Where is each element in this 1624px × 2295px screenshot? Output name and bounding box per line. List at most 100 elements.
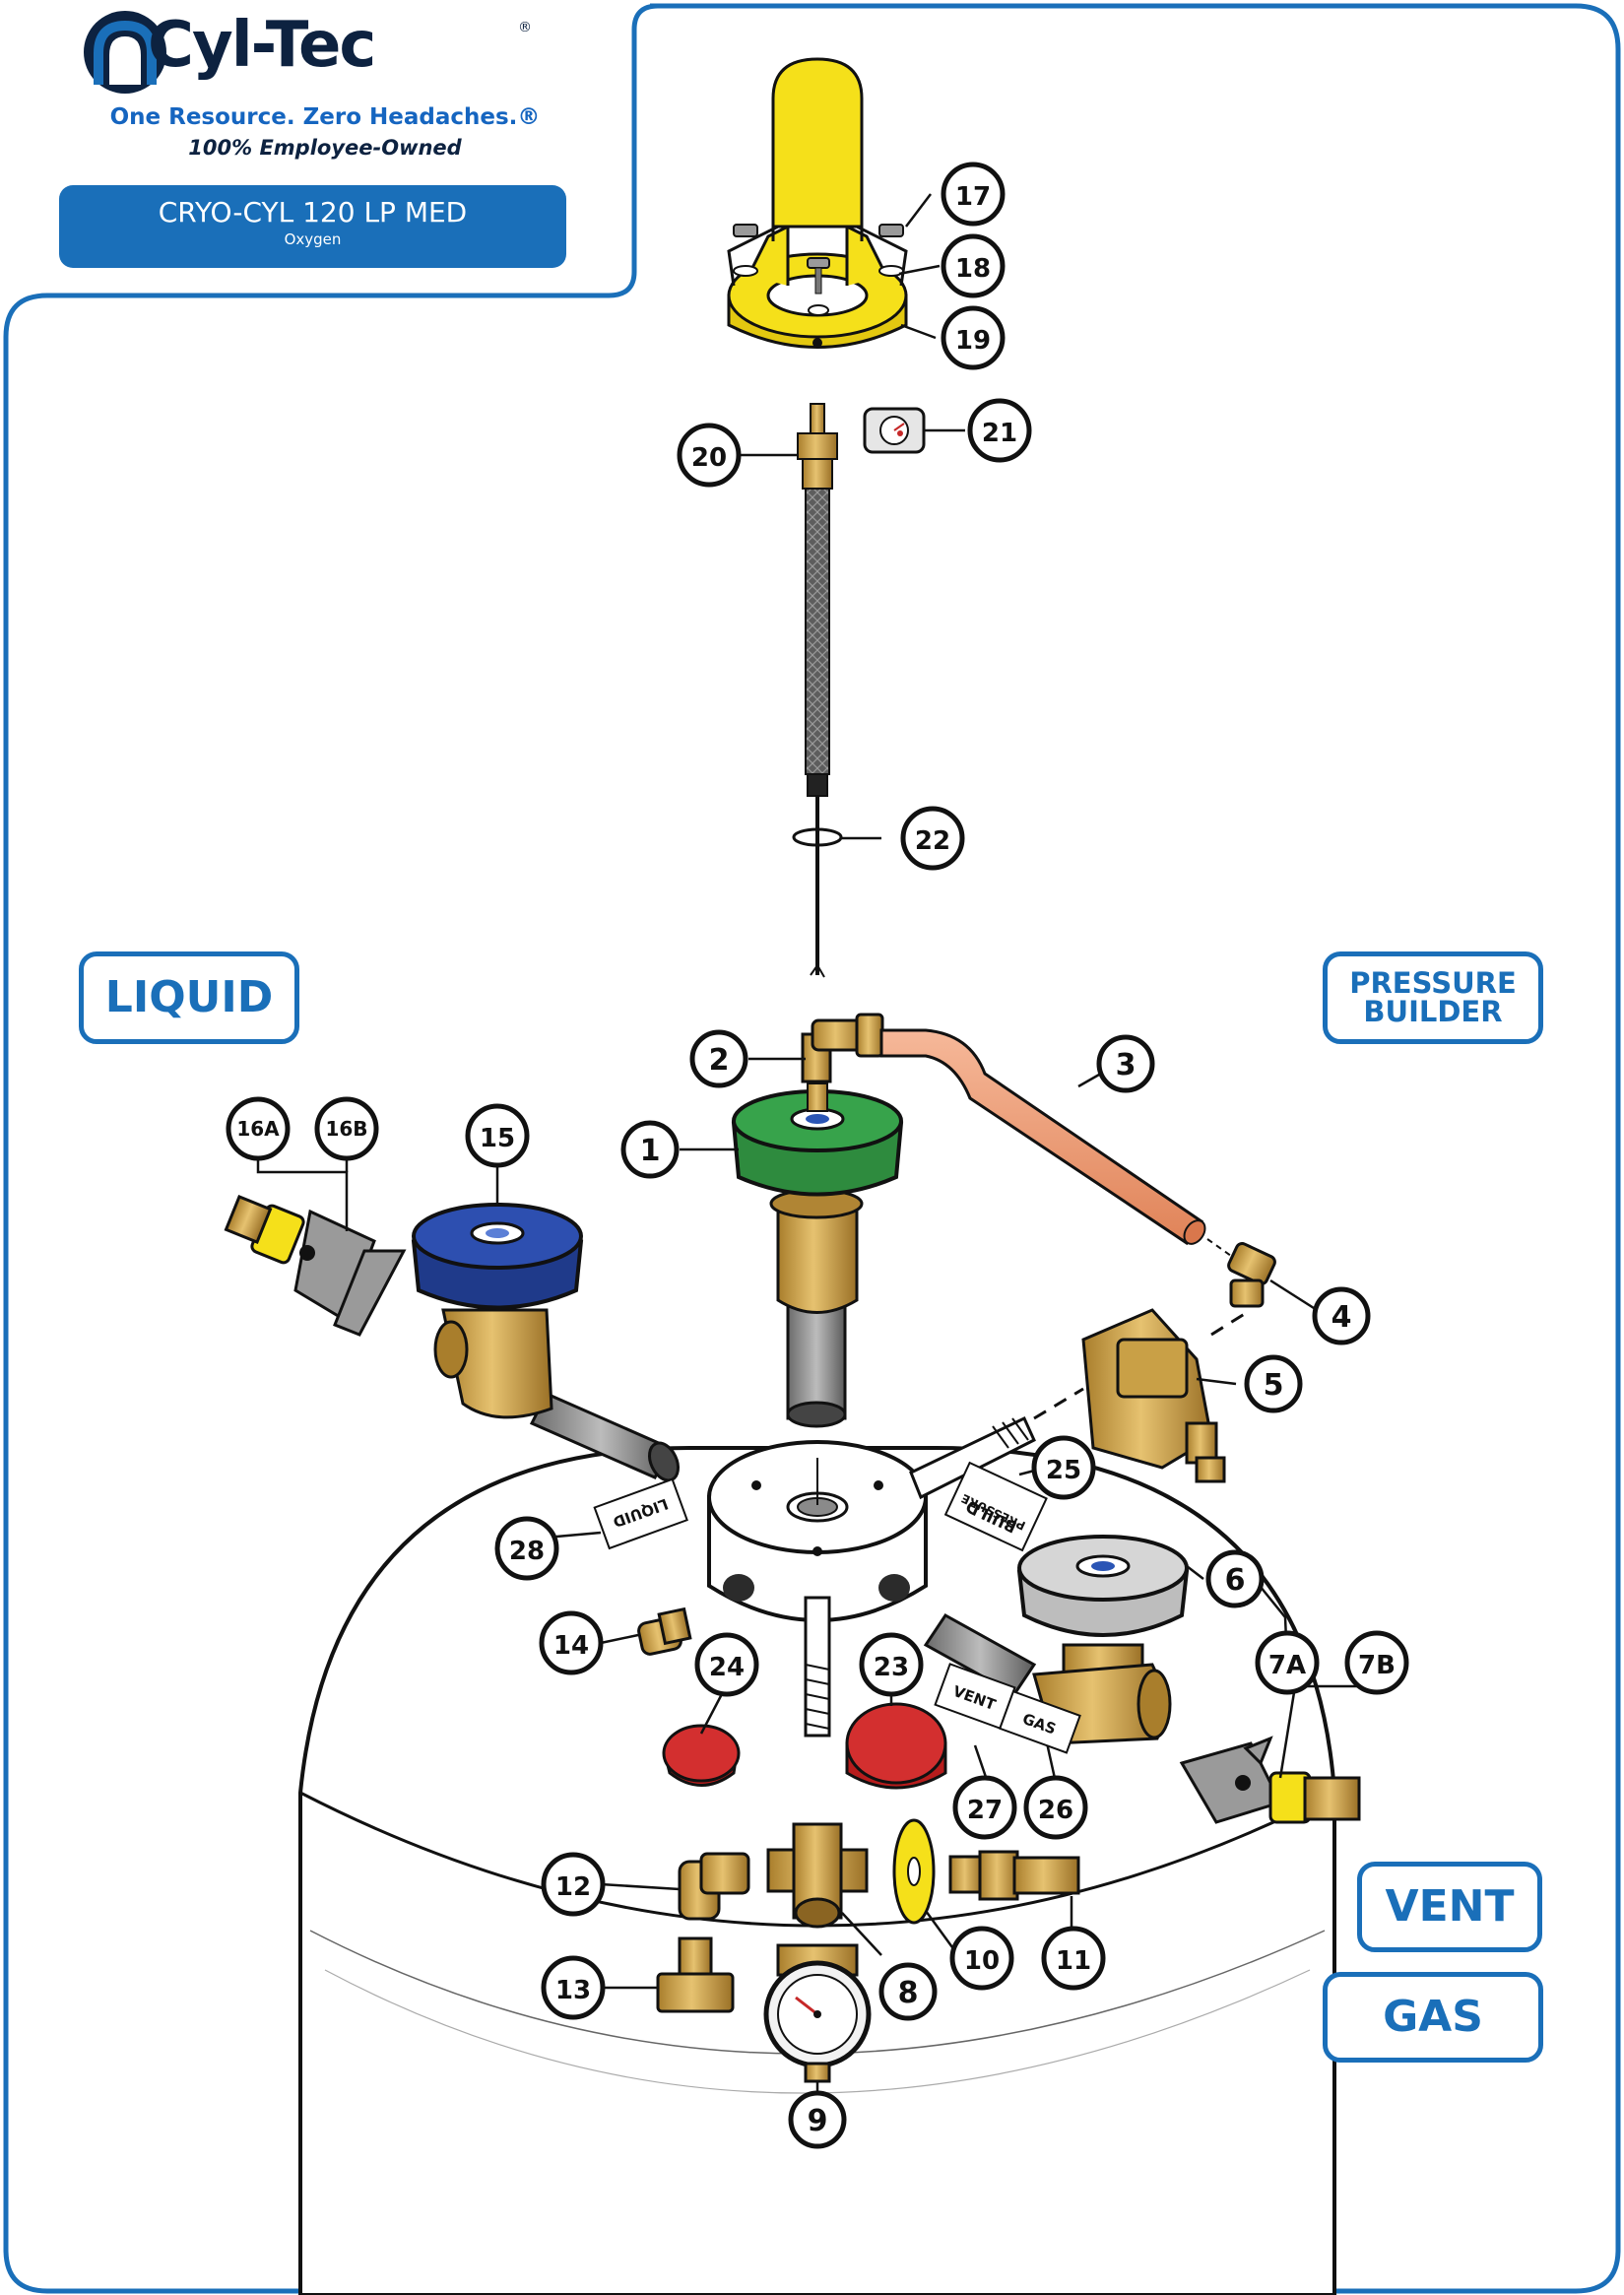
port-label-pressure-builder: PRESSURE BUILDER [1323, 951, 1543, 1044]
callout-number: 13 [555, 1976, 591, 2005]
callout-12: 12 [541, 1852, 606, 1917]
callout-circle [494, 1516, 559, 1581]
callout-25: 25 [1031, 1435, 1096, 1500]
callout-number: 25 [1046, 1456, 1081, 1485]
callout-2: 2 [689, 1029, 748, 1088]
callout-circle [967, 398, 1032, 463]
callout-10: 10 [949, 1926, 1014, 1991]
callout-5: 5 [1244, 1354, 1303, 1413]
port-label-gas: GAS [1323, 1972, 1543, 2063]
callout-circle [1041, 1926, 1106, 1991]
part-18-washers [733, 265, 904, 316]
port-label-vent-text: VENT [1385, 1881, 1515, 1932]
callout-number: 18 [955, 254, 991, 284]
part-6-vent-valve-grey [923, 1535, 1190, 1745]
part-13-hex-plug [656, 1936, 735, 2013]
callout-number: 6 [1225, 1563, 1246, 1598]
callout-14: 14 [539, 1610, 604, 1675]
callout-circle [788, 2090, 847, 2149]
port-label-pressure-line2: BUILDER [1363, 995, 1503, 1028]
part-15-valve-blue [411, 1203, 681, 1482]
page-frame [3, 3, 1621, 2294]
callout-11: 11 [1041, 1926, 1106, 1991]
callout-18: 18 [941, 233, 1006, 298]
callout-19: 19 [941, 305, 1006, 370]
callout-circle [949, 1926, 1014, 1991]
callout-number: 15 [480, 1124, 515, 1153]
callout-circle [1255, 1630, 1320, 1695]
callout-circle [677, 423, 742, 488]
callout-number: 21 [982, 419, 1017, 448]
callout-number: 26 [1038, 1796, 1073, 1825]
part-17-screws [733, 224, 904, 295]
callout-13: 13 [541, 1955, 606, 2020]
callout-number: 14 [553, 1631, 589, 1661]
callout-number: 7A [1268, 1651, 1306, 1680]
model-banner: CRYO-CYL 120 LP MED Oxygen [59, 185, 566, 268]
brand-name: Cyl-Tec [148, 9, 376, 82]
callout-circle [541, 1955, 606, 2020]
port-label-pressure-line1: PRESSURE [1349, 966, 1517, 1000]
callout-number: 5 [1264, 1368, 1284, 1403]
callout-23: 23 [859, 1632, 924, 1697]
callout-circle [689, 1029, 748, 1088]
callout-9: 9 [788, 2090, 847, 2149]
part-19-yellow-guard [727, 57, 908, 349]
part-24-red-cap-small [662, 1724, 741, 1787]
callout-circle [1023, 1775, 1088, 1840]
part-20-gauge-probe [797, 403, 838, 797]
callout-number: 10 [964, 1946, 1000, 1976]
callout-circle [900, 806, 965, 871]
part-5-regulator [1033, 1308, 1252, 1483]
part-11-relief-fitting [948, 1850, 1080, 1901]
callout-number: 8 [898, 1976, 919, 2010]
callout-circle [694, 1632, 759, 1697]
part-7-vent-fitting [1179, 1736, 1361, 1824]
callout-circle [314, 1096, 379, 1161]
callout-24: 24 [694, 1632, 759, 1697]
callout-7b: 7B [1344, 1630, 1409, 1695]
part-12-street-elbow [678, 1852, 750, 1921]
part-16-liquid-fitting [224, 1194, 407, 1337]
callout-number: 12 [555, 1872, 591, 1902]
port-label-vent: VENT [1357, 1862, 1542, 1952]
callout-22: 22 [900, 806, 965, 871]
callout-15: 15 [465, 1103, 530, 1168]
callout-circle [859, 1632, 924, 1697]
brand-registered-mark: ® [518, 20, 532, 35]
part-9-pressure-gauge [763, 1943, 872, 2083]
callout-6: 6 [1205, 1549, 1265, 1608]
callout-circle [465, 1103, 530, 1168]
part-23-red-cap-large [845, 1702, 947, 1790]
part-1-liquid-valve-green [731, 1082, 904, 1428]
callout-26: 26 [1023, 1775, 1088, 1840]
callout-circle [539, 1610, 604, 1675]
callout-circle [226, 1096, 291, 1161]
callout-circle [1344, 1630, 1409, 1695]
callout-number: 9 [808, 2104, 828, 2138]
callout-circle [1205, 1549, 1265, 1608]
callout-21: 21 [967, 398, 1032, 463]
callout-circle [878, 1962, 938, 2021]
port-label-liquid-text: LIQUID [104, 972, 274, 1022]
callout-circle [941, 305, 1006, 370]
model-subtitle: Oxygen [284, 230, 342, 248]
callout-4: 4 [1312, 1286, 1371, 1345]
callout-number: 28 [509, 1537, 545, 1566]
part-3-copper-tube [879, 1028, 1206, 1246]
callout-number: 20 [691, 443, 727, 473]
part-4-elbow [1206, 1238, 1276, 1308]
callout-number: 11 [1056, 1946, 1091, 1976]
brand-tagline: One Resource. Zero Headaches.® [109, 104, 541, 130]
part-22-o-ring [792, 796, 843, 978]
callout-number: 24 [709, 1653, 745, 1682]
callout-circle [941, 233, 1006, 298]
callout-number: 1 [640, 1134, 661, 1168]
callout-circle [1096, 1034, 1155, 1093]
callout-20: 20 [677, 423, 742, 488]
callout-27: 27 [952, 1775, 1017, 1840]
part-8-cross-fitting [766, 1822, 869, 1929]
